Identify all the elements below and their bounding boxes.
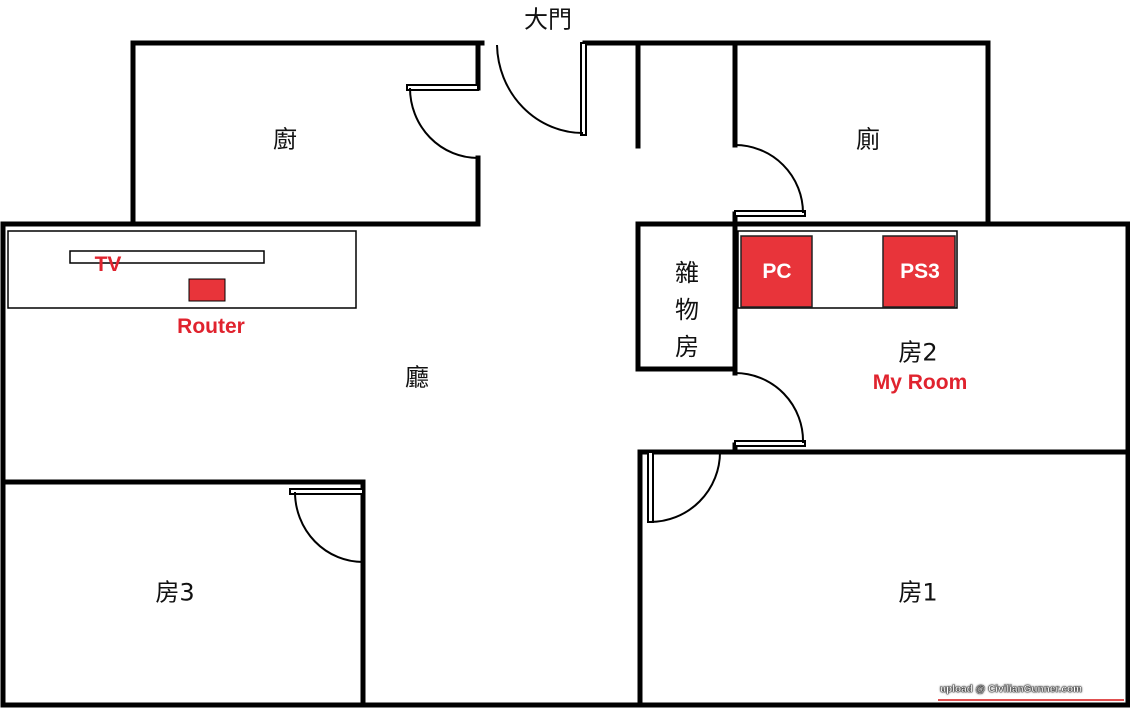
room2-door-leaf <box>734 440 806 447</box>
room1-label: 房1 <box>898 578 938 607</box>
tv-label: TV <box>94 253 122 276</box>
walls <box>0 40 1130 708</box>
room3-label: 房3 <box>155 578 195 607</box>
entrance-label: 大門 <box>524 5 572 34</box>
storage-label-char: 雜 <box>675 259 699 287</box>
storage-label-char: 物 <box>675 296 699 324</box>
doors <box>289 42 806 563</box>
kitchen-door-leaf <box>406 84 479 91</box>
watermark: upload @ CivilianGunner.com <box>940 684 1082 695</box>
pc-shape <box>740 235 813 308</box>
entrance-door-leaf <box>580 42 587 136</box>
pc-label: PC <box>762 260 792 283</box>
room1-door-leaf <box>647 451 654 523</box>
living-room-label: 廳 <box>405 363 429 392</box>
kitchen-label: 廚 <box>273 125 297 154</box>
ps3-shape <box>882 235 956 308</box>
room2-label: 房2 <box>898 338 938 367</box>
toilet-door-leaf <box>734 210 806 217</box>
router-shape <box>188 278 226 302</box>
ps3-label: PS3 <box>900 260 940 283</box>
storage-label: 雜 物 房 <box>672 255 702 366</box>
storage-label-char: 房 <box>675 333 699 361</box>
tv-cabinet <box>7 230 357 309</box>
toilet-label: 廁 <box>856 125 880 154</box>
watermark-underline <box>938 699 1124 701</box>
room3-door-leaf <box>289 488 364 495</box>
router-label: Router <box>177 315 245 338</box>
room2-note: My Room <box>872 371 968 394</box>
entrance-door-swing <box>496 44 584 134</box>
tv-shape <box>69 250 265 264</box>
